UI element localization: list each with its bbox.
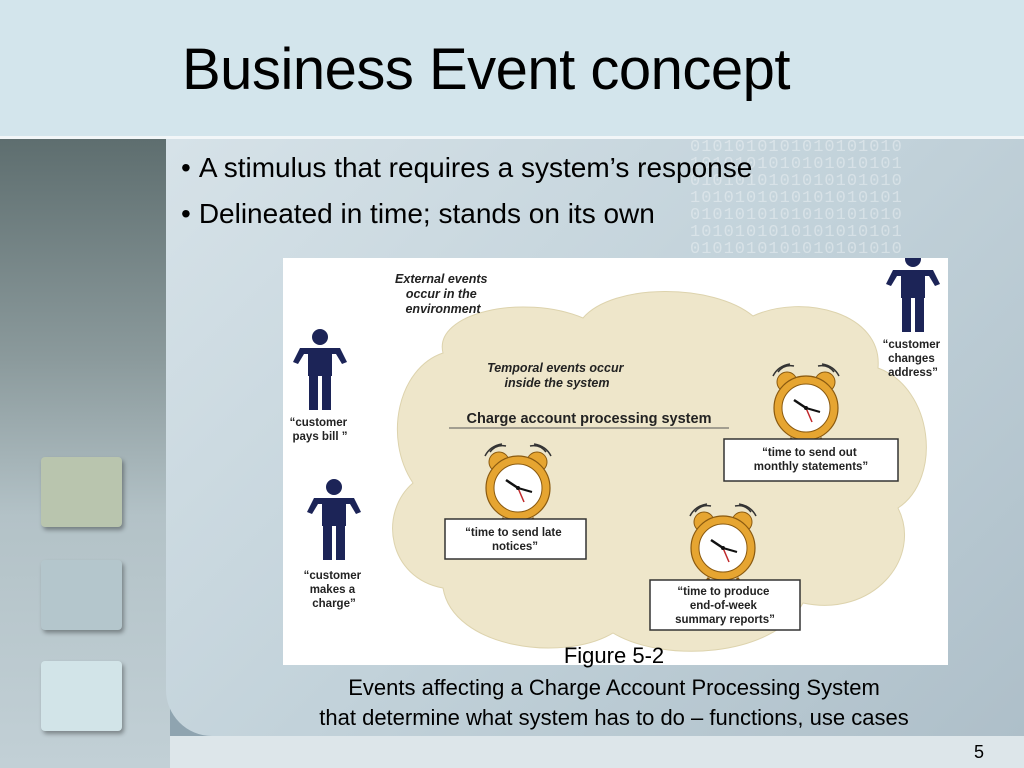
person-icon [886,258,940,332]
person-label: “customer pays bill ” [290,417,351,443]
slide-title: Business Event concept [182,37,791,102]
clock-label-box [723,438,899,482]
figure-number: Figure 5-2 [563,643,665,668]
clock-label: “time to send out monthly statements” [754,447,868,473]
clock-label-box [649,579,801,631]
decor-square [41,457,122,527]
system-label: Charge account processing system [467,411,712,427]
bullet-list: A stimulus that requires a system’s resp… [181,145,753,237]
clock-label-box [444,518,587,560]
figure-image: External events occur in the environment… [283,258,948,665]
events-diagram: External events occur in the environment… [290,258,944,652]
clock-label: “time to send late notices” [465,527,565,553]
caption-line: Events affecting a Charge Account Proces… [348,675,880,700]
person-icon [307,479,361,560]
temporal-events-label: Temporal events occur inside the system [487,361,627,390]
page-number: 5 [974,742,985,762]
title-band [0,0,1024,139]
caption-line: that determine what system has to do – f… [319,705,909,730]
decor-square [41,560,122,630]
decor-square [41,661,122,731]
bullet-item: A stimulus that requires a system’s resp… [181,145,753,191]
clock-label: “time to produce end-of-week summary rep… [675,586,775,626]
external-events-label: External events occur in the environment [395,272,491,316]
bullet-item: Delineated in time; stands on its own [181,191,752,237]
person-label: “customer makes a charge” [304,570,365,610]
bottom-bar [170,736,1024,768]
person-icon [293,329,347,410]
person-label: “customer changes address” [883,339,944,379]
